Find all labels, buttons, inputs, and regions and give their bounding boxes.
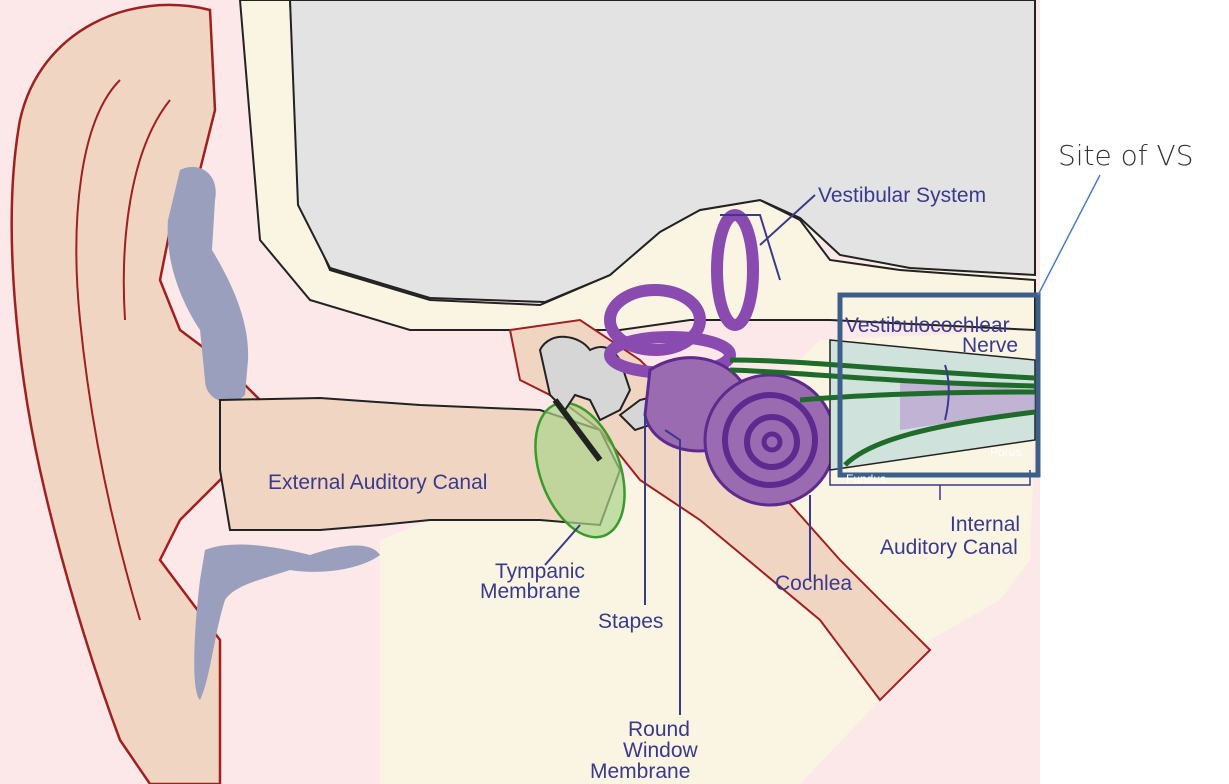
cochlea-label: Cochlea — [775, 572, 852, 595]
round-window-label-1: Round — [628, 718, 690, 741]
internal-canal-label-2: Auditory Canal — [880, 536, 1018, 559]
vestibulocochlear-label-2: Nerve — [962, 334, 1018, 357]
tympanic-label-2: Membrane — [480, 580, 580, 603]
vestibular-system-label: Vestibular System — [818, 184, 986, 207]
round-window-label-2: Window — [623, 739, 699, 762]
callout-label: Site of VS — [1058, 139, 1193, 172]
callout-leader — [1038, 175, 1100, 295]
stapes-label: Stapes — [598, 610, 663, 633]
round-window-label-3: Membrane — [590, 760, 690, 783]
porus-label: Porus — [990, 445, 1021, 459]
external-canal-label: External Auditory Canal — [268, 471, 487, 494]
fundus-label: Fundus — [846, 472, 886, 486]
internal-canal-label-1: Internal — [950, 513, 1020, 536]
